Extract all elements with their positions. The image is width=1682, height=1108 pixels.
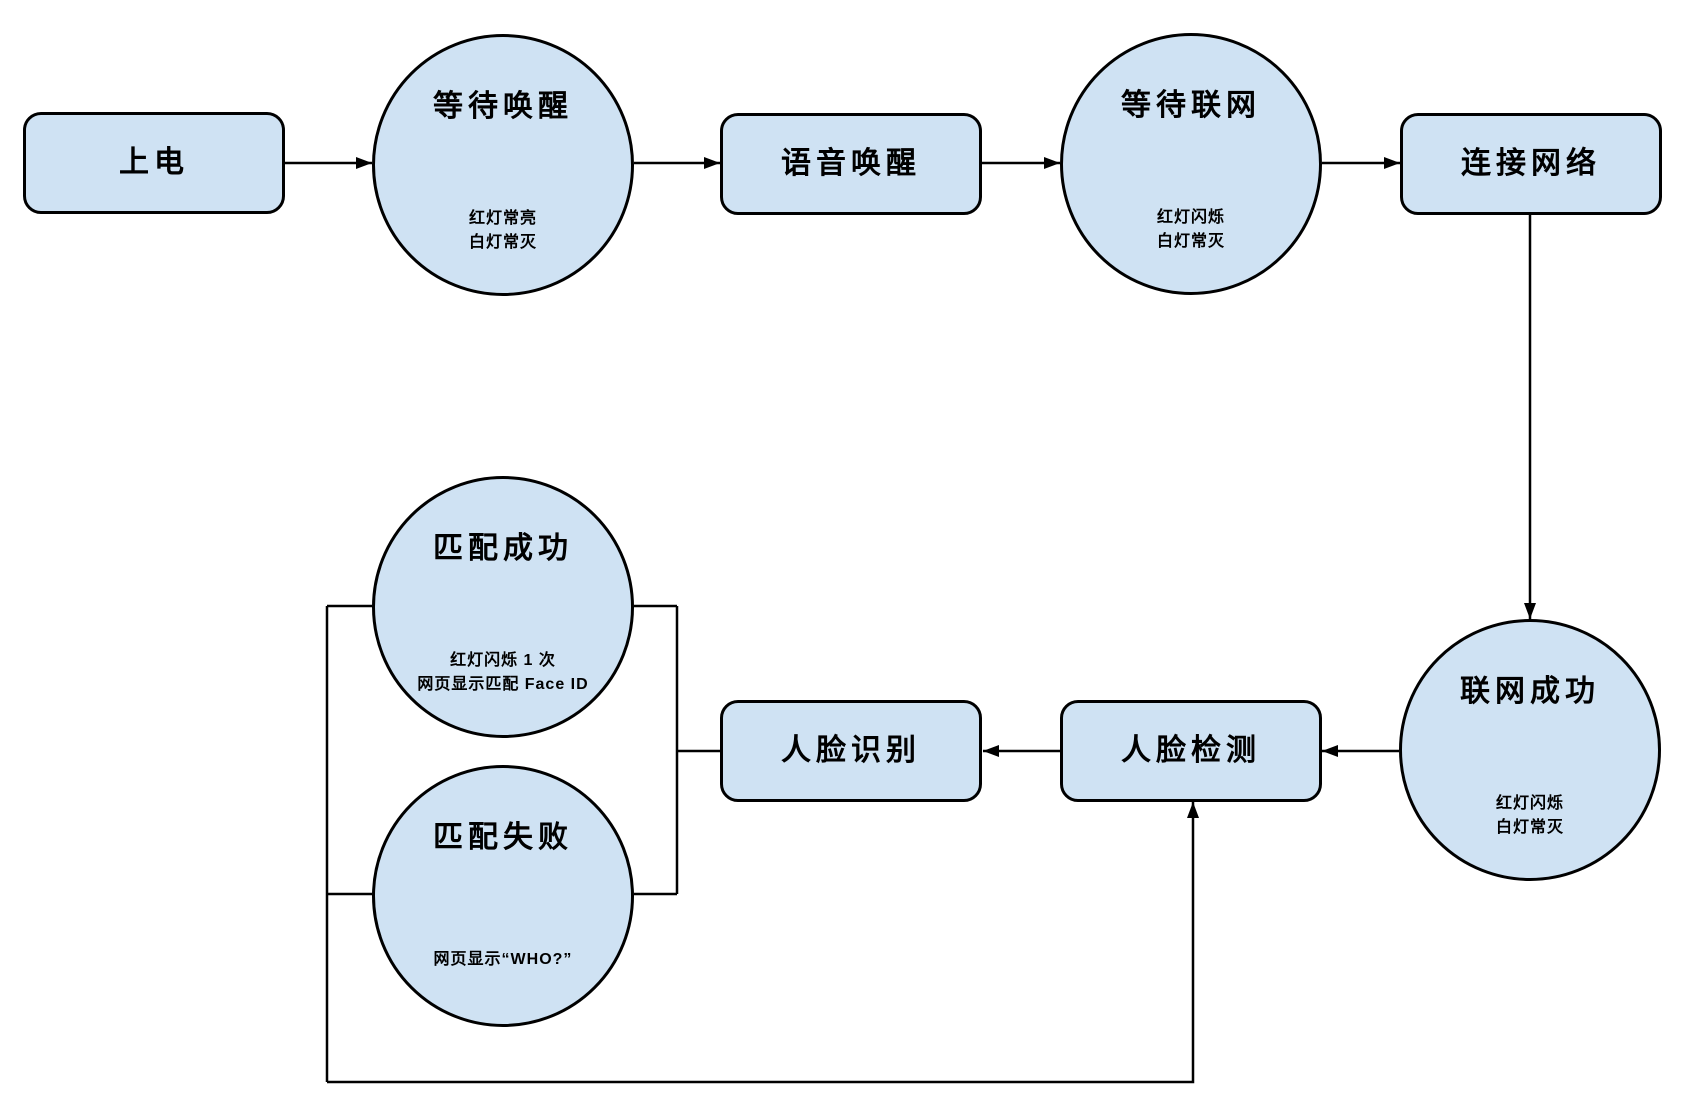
status-line: 白灯常灭 <box>1156 233 1225 250</box>
status-line: 网页显示匹配 Face ID <box>417 676 589 693</box>
node-wait-wake-status: 红灯常亮 白灯常灭 <box>375 207 631 255</box>
node-network-success-label: 联网成功 <box>1460 675 1600 708</box>
node-wait-wake: 等待唤醒 红灯常亮 白灯常灭 <box>372 34 634 296</box>
status-line: 红灯闪烁 <box>1495 795 1564 812</box>
node-match-fail: 匹配失败 网页显示“WHO?” <box>372 765 634 1027</box>
node-face-recognize-label: 人脸识别 <box>781 734 921 767</box>
node-match-success-label: 匹配成功 <box>433 532 573 565</box>
status-line: 白灯常灭 <box>468 234 537 251</box>
node-network-success-status: 红灯闪烁 白灯常灭 <box>1402 792 1658 840</box>
node-face-detect-label: 人脸检测 <box>1121 734 1261 767</box>
node-power-on: 上电 <box>23 112 285 214</box>
edge-loop-back-to-face-detect <box>327 802 1199 1084</box>
status-line: 红灯闪烁 1 次 <box>450 652 556 669</box>
node-power-on-label: 上电 <box>119 146 189 179</box>
node-connect-network-label: 连接网络 <box>1461 147 1601 180</box>
status-line: 红灯常亮 <box>468 210 537 227</box>
node-match-success-status: 红灯闪烁 1 次 网页显示匹配 Face ID <box>375 649 631 697</box>
node-voice-wake: 语音唤醒 <box>720 113 982 215</box>
node-voice-wake-label: 语音唤醒 <box>781 147 921 180</box>
node-connect-network: 连接网络 <box>1400 113 1662 215</box>
status-line: 红灯闪烁 <box>1156 209 1225 226</box>
status-line: 网页显示“WHO?” <box>433 951 573 968</box>
node-match-fail-label: 匹配失败 <box>433 821 573 854</box>
node-face-detect: 人脸检测 <box>1060 700 1322 802</box>
node-match-fail-status: 网页显示“WHO?” <box>375 948 631 972</box>
node-wait-network: 等待联网 红灯闪烁 白灯常灭 <box>1060 33 1322 295</box>
node-wait-network-status: 红灯闪烁 白灯常灭 <box>1063 206 1319 254</box>
node-wait-wake-label: 等待唤醒 <box>433 90 573 123</box>
node-face-recognize: 人脸识别 <box>720 700 982 802</box>
node-wait-network-label: 等待联网 <box>1121 89 1261 122</box>
node-match-success: 匹配成功 红灯闪烁 1 次 网页显示匹配 Face ID <box>372 476 634 738</box>
status-line: 白灯常灭 <box>1495 819 1564 836</box>
node-network-success: 联网成功 红灯闪烁 白灯常灭 <box>1399 619 1661 881</box>
